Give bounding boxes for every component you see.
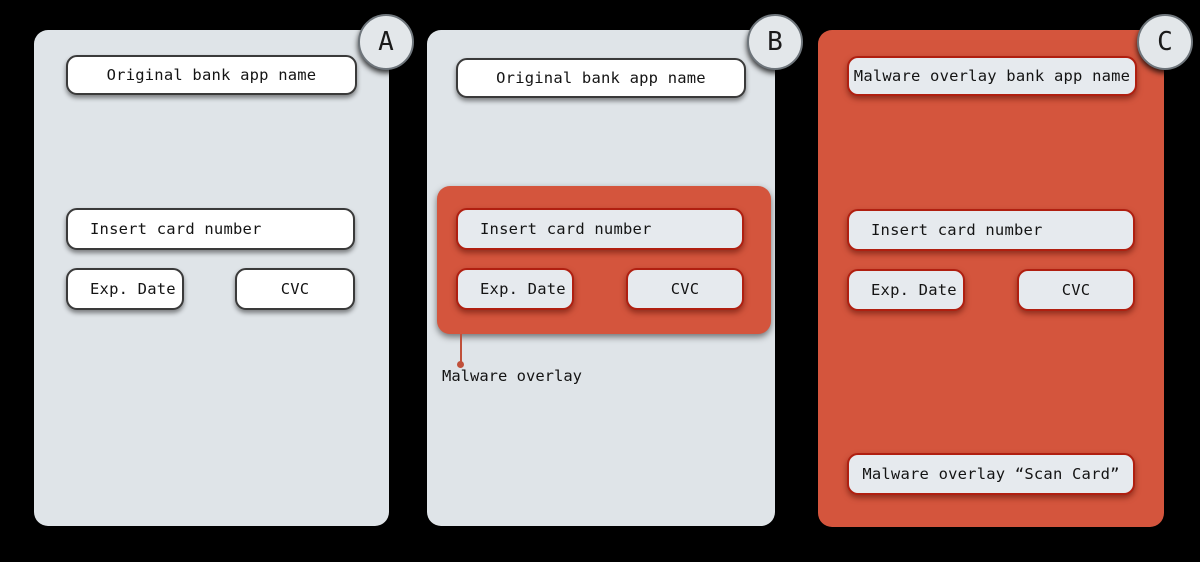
- malware-overlay-annotation-line: [460, 334, 462, 364]
- panel-b-cvc-field[interactable]: CVC: [626, 268, 744, 310]
- panel-c-scan-card-button[interactable]: Malware overlay “Scan Card”: [847, 453, 1135, 495]
- panel-c-cvc-field[interactable]: CVC: [1017, 269, 1135, 311]
- panel-a-app-name-field[interactable]: Original bank app name: [66, 55, 357, 95]
- panel-b-card-number-field[interactable]: Insert card number: [456, 208, 744, 250]
- panel-a-cvc-field[interactable]: CVC: [235, 268, 355, 310]
- panel-badge-c: C: [1137, 14, 1193, 70]
- panel-c-app-name-field[interactable]: Malware overlay bank app name: [847, 56, 1137, 96]
- panel-b-exp-date-field[interactable]: Exp. Date: [456, 268, 574, 310]
- panel-badge-b: B: [747, 14, 803, 70]
- malware-overlay-annotation-dot: [457, 361, 464, 368]
- panel-b-app-name-field[interactable]: Original bank app name: [456, 58, 746, 98]
- panel-c-exp-date-field[interactable]: Exp. Date: [847, 269, 965, 311]
- panel-c-card-number-field[interactable]: Insert card number: [847, 209, 1135, 251]
- panel-a-exp-date-field[interactable]: Exp. Date: [66, 268, 184, 310]
- panel-a-card-number-field[interactable]: Insert card number: [66, 208, 355, 250]
- panel-badge-a: A: [358, 14, 414, 70]
- malware-overlay-annotation-label: Malware overlay: [442, 367, 582, 385]
